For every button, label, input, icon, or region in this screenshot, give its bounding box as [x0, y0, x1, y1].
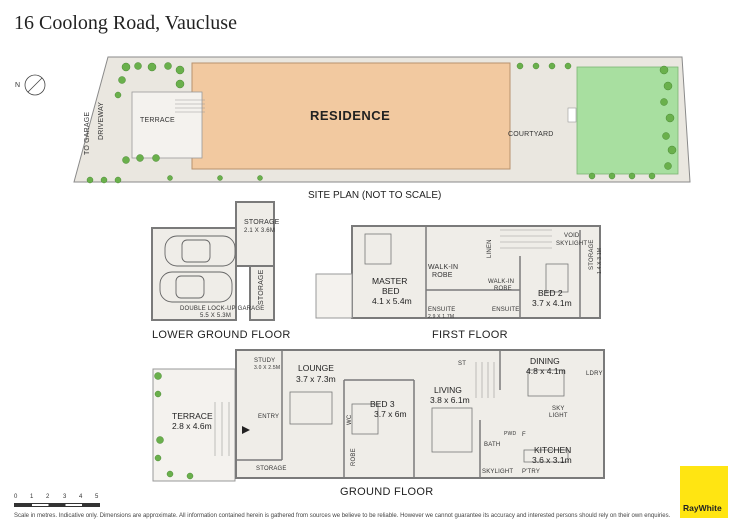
- st-label: ST: [458, 361, 467, 367]
- walkin-robe-1: WALK-IN: [428, 264, 459, 271]
- entry-arrow-icon: [242, 426, 250, 434]
- walkin-robe-2b: ROBE: [494, 286, 512, 292]
- void-label: VOID: [564, 233, 580, 239]
- ldry-label: LDRY: [586, 371, 603, 377]
- site-steps: [175, 99, 205, 113]
- gf-bed3-icon: [351, 403, 379, 435]
- terrace-area: [131, 91, 203, 159]
- gf-stairs: [475, 362, 495, 398]
- kitchen-dim: 3.6 x 3.1m: [532, 455, 572, 465]
- gf-terrace-dim: 2.8 x 4.6m: [172, 421, 212, 431]
- lg-storage-side: [249, 265, 275, 321]
- bath-label: BATH: [484, 442, 501, 448]
- ff-balcony: [315, 273, 353, 319]
- lounge-label: LOUNGE: [298, 363, 334, 373]
- scale-tick-3: 3: [63, 494, 67, 500]
- residence-block: [191, 62, 511, 170]
- ff-master-bed-icon: [364, 233, 392, 265]
- courtyard-label: COURTYARD: [508, 131, 554, 138]
- scale-tick-2: 2: [46, 494, 50, 500]
- compass-icon: [24, 74, 46, 96]
- dining-label: DINING: [530, 356, 560, 366]
- bed2-label: BED 2: [538, 288, 563, 298]
- compass-label: N: [15, 82, 21, 89]
- courtyard-gate: [567, 107, 577, 123]
- bed3-label: BED 3: [370, 399, 395, 409]
- gf-outline: [235, 349, 605, 479]
- ff-storage-label: STORAGE: [589, 239, 595, 270]
- scale-tick-0: 0: [14, 494, 18, 500]
- first-floor-caption: FIRST FLOOR: [432, 329, 508, 341]
- to-garage-label: TO GARAGE: [84, 111, 91, 155]
- bed3-dim: 3.7 x 6m: [374, 409, 407, 419]
- ensuite-2-label: ENSUITE: [492, 307, 520, 313]
- master-bed-label: MASTER: [372, 276, 408, 286]
- gf-robe-label: ROBE: [351, 448, 357, 466]
- walkin-robe-1b: ROBE: [432, 272, 453, 279]
- gf-terrace-label: TERRACE: [172, 411, 213, 421]
- living-label: LIVING: [434, 385, 462, 395]
- lounge-dim: 3.7 x 7.3m: [296, 374, 336, 384]
- gf-terrace-steps: [214, 402, 230, 456]
- fridge-label: F: [522, 432, 526, 438]
- ff-bed2-icon: [545, 263, 569, 293]
- gf-tree-icons: [154, 372, 194, 480]
- living-dim: 3.8 x 6.1m: [430, 395, 470, 405]
- dining-dim: 4.8 x 4.1m: [526, 366, 566, 376]
- ff-skylight-label: SKYLIGHT: [556, 241, 588, 247]
- ensuite-1-label: ENSUITE: [428, 307, 456, 313]
- brand-label: RayWhite: [683, 503, 722, 513]
- pantry-label: P'TRY: [522, 469, 541, 475]
- wc-label: WC: [347, 414, 353, 425]
- gf-terrace-outline: [152, 368, 236, 482]
- gf-storage-label: STORAGE: [256, 466, 287, 472]
- ff-stairs: [500, 229, 552, 249]
- gf-skylight-label-2: SKYLIGHT: [482, 469, 514, 475]
- pwd-label: PWD: [504, 431, 517, 437]
- master-bed-label-2: BED: [382, 286, 400, 296]
- lower-ground-caption: LOWER GROUND FLOOR: [152, 329, 291, 341]
- bed2-dim: 3.7 x 4.1m: [532, 298, 572, 308]
- gf-lounge-table: [289, 391, 333, 425]
- kitchen-label: KITCHEN: [534, 445, 572, 455]
- lawn: [576, 66, 679, 175]
- scale-tick-4: 4: [79, 494, 83, 500]
- gf-living-table: [431, 407, 473, 453]
- gf-kitchen-island: [523, 449, 569, 463]
- scale-bar-graphic: [14, 503, 100, 507]
- linen-label: LINEN: [487, 239, 493, 258]
- garage-label: DOUBLE LOCK-UP GARAGE: [180, 306, 265, 312]
- gf-walls: [236, 350, 501, 478]
- gf-dining-table: [527, 369, 565, 397]
- ff-storage-dim: 1.4 x 3.1m: [597, 247, 603, 274]
- ensuite-1-dim: 2.9 x 1.7m: [428, 314, 455, 320]
- entry-label: ENTRY: [258, 414, 280, 420]
- lg-storage-side-label: STORAGE: [258, 269, 265, 305]
- disclaimer-text: Scale in metres. Indicative only. Dimens…: [14, 513, 671, 519]
- scale-tick-1: 1: [30, 494, 34, 500]
- lg-storage-top-dim: 2.1 x 3.6m: [244, 228, 276, 234]
- study-label: STUDY: [254, 358, 276, 364]
- garage-dim: 5.5 x 5.3m: [200, 313, 232, 319]
- property-title: 16 Coolong Road, Vaucluse: [14, 12, 237, 34]
- scale-tick-5: 5: [95, 494, 99, 500]
- car-icons: [159, 235, 236, 303]
- scale-bar: 0 1 2 3 4 5: [14, 494, 100, 507]
- site-terrace-label: TERRACE: [140, 117, 175, 124]
- site-plan-caption: SITE PLAN (NOT TO SCALE): [308, 190, 442, 201]
- ground-floor-caption: GROUND FLOOR: [340, 486, 434, 498]
- tree-icons: [86, 62, 677, 184]
- gf-skylight-label-1b: LIGHT: [549, 413, 568, 419]
- walkin-robe-2: WALK-IN: [488, 279, 515, 285]
- gf-skylight-label-1: SKY: [552, 406, 565, 412]
- master-dim: 4.1 x 5.4m: [372, 296, 412, 306]
- lg-storage-top-label: STORAGE: [244, 219, 280, 226]
- driveway-label: DRIVEWAY: [98, 101, 105, 140]
- study-dim: 3.0 x 2.5m: [254, 365, 281, 371]
- raywhite-logo: RayWhite: [680, 466, 728, 518]
- residence-label: RESIDENCE: [310, 108, 391, 123]
